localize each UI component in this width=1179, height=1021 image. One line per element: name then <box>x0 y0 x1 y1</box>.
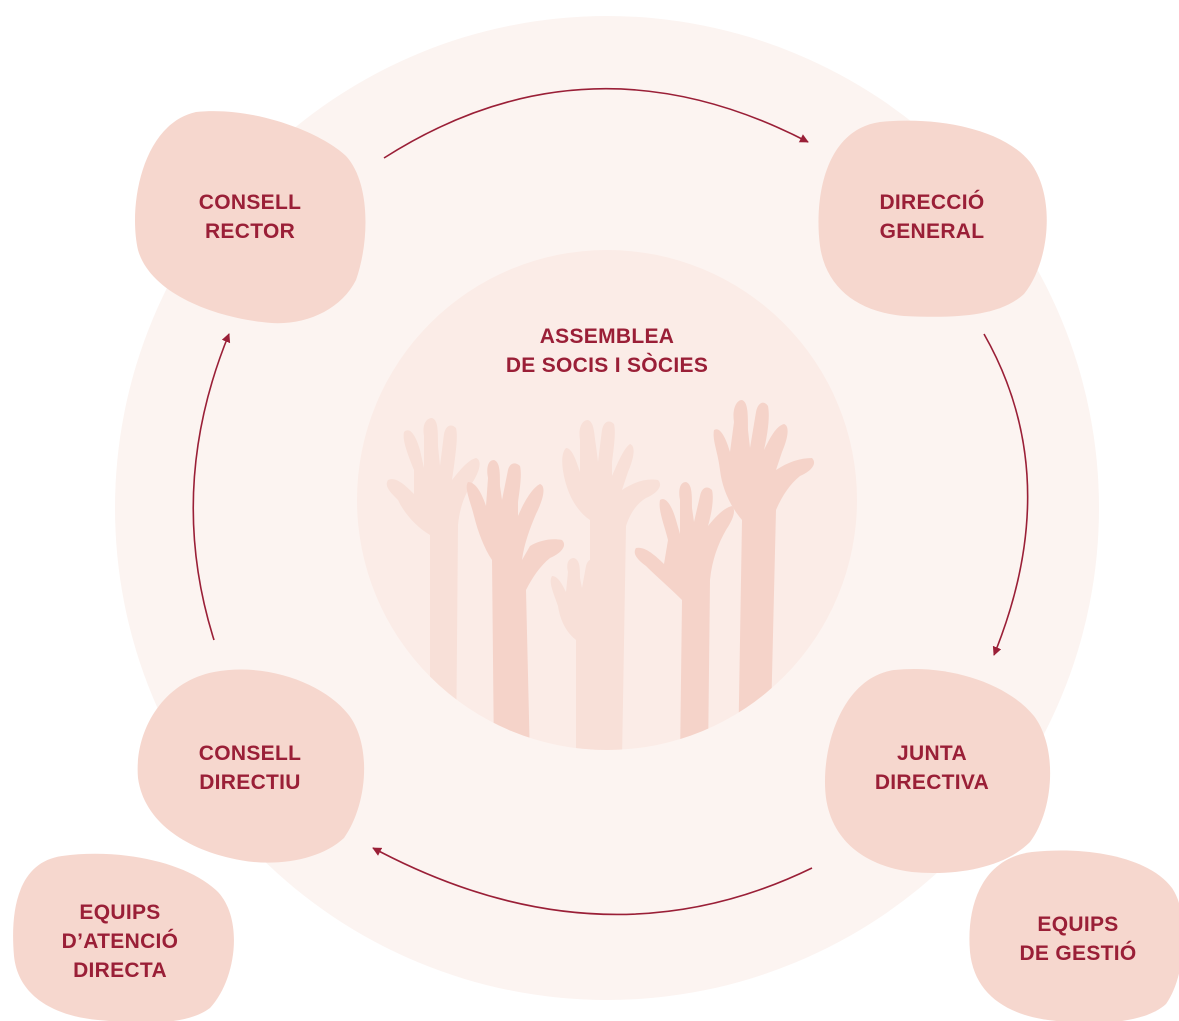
arrow-direccio-general-to-junta-directiva <box>983 333 1029 656</box>
hand-front-far-right <box>713 400 815 750</box>
arrow-consell-directiu-to-consell-rector <box>192 333 231 641</box>
blob-consell-directiu <box>137 669 365 863</box>
node-equips-gestio: EQUIPS DE GESTIÓ <box>980 906 1176 972</box>
blob-equips-gestio <box>969 850 1179 1021</box>
blob-direccio-general <box>818 120 1047 317</box>
center-title-line1: ASSEMBLEA <box>539 325 675 348</box>
hand-front-right <box>634 482 734 750</box>
center-title: ASSEMBLEA DE SOCIS I SÒCIES <box>457 318 757 384</box>
node-consell-rector-line2: RECTOR <box>204 220 296 243</box>
node-junta-directiva: JUNTA DIRECTIVA <box>832 735 1032 801</box>
node-consell-directiu-line2: DIRECTIU <box>199 771 301 794</box>
node-equips-atencio: EQUIPS D’ATENCIÓ DIRECTA <box>20 894 220 988</box>
node-equips-atencio-line2: D’ATENCIÓ <box>61 929 179 953</box>
blob-junta-directiva <box>824 668 1051 873</box>
hand-back-left <box>386 418 480 750</box>
node-junta-directiva-line2: DIRECTIVA <box>874 771 990 794</box>
node-consell-directiu: CONSELL DIRECTIU <box>150 735 350 801</box>
center-title-line2: DE SOCIS I SÒCIES <box>505 354 709 377</box>
node-equips-atencio-line3: DIRECTA <box>73 958 167 982</box>
hand-small-center <box>550 558 616 750</box>
node-consell-rector: CONSELL RECTOR <box>150 184 350 250</box>
node-direccio-general: DIRECCIÓ GENERAL <box>832 184 1032 250</box>
node-equips-atencio-line1: EQUIPS <box>79 900 161 924</box>
hand-front-left <box>466 460 565 750</box>
node-equips-gestio-line2: DE GESTIÓ <box>1019 942 1137 965</box>
blob-equips-atencio <box>13 853 234 1021</box>
arrow-consell-rector-to-direccio-general <box>383 87 809 159</box>
blob-consell-rector <box>135 111 366 324</box>
node-direccio-general-line2: GENERAL <box>879 220 985 243</box>
node-junta-directiva-line1: JUNTA <box>897 742 967 765</box>
node-consell-directiu-line1: CONSELL <box>198 742 302 765</box>
raised-hands-illustration <box>386 400 815 750</box>
node-equips-gestio-line1: EQUIPS <box>1037 913 1119 936</box>
node-consell-rector-line1: CONSELL <box>198 191 302 214</box>
arrow-junta-directiva-to-consell-directiu <box>372 847 813 916</box>
node-direccio-general-line1: DIRECCIÓ <box>879 191 985 214</box>
